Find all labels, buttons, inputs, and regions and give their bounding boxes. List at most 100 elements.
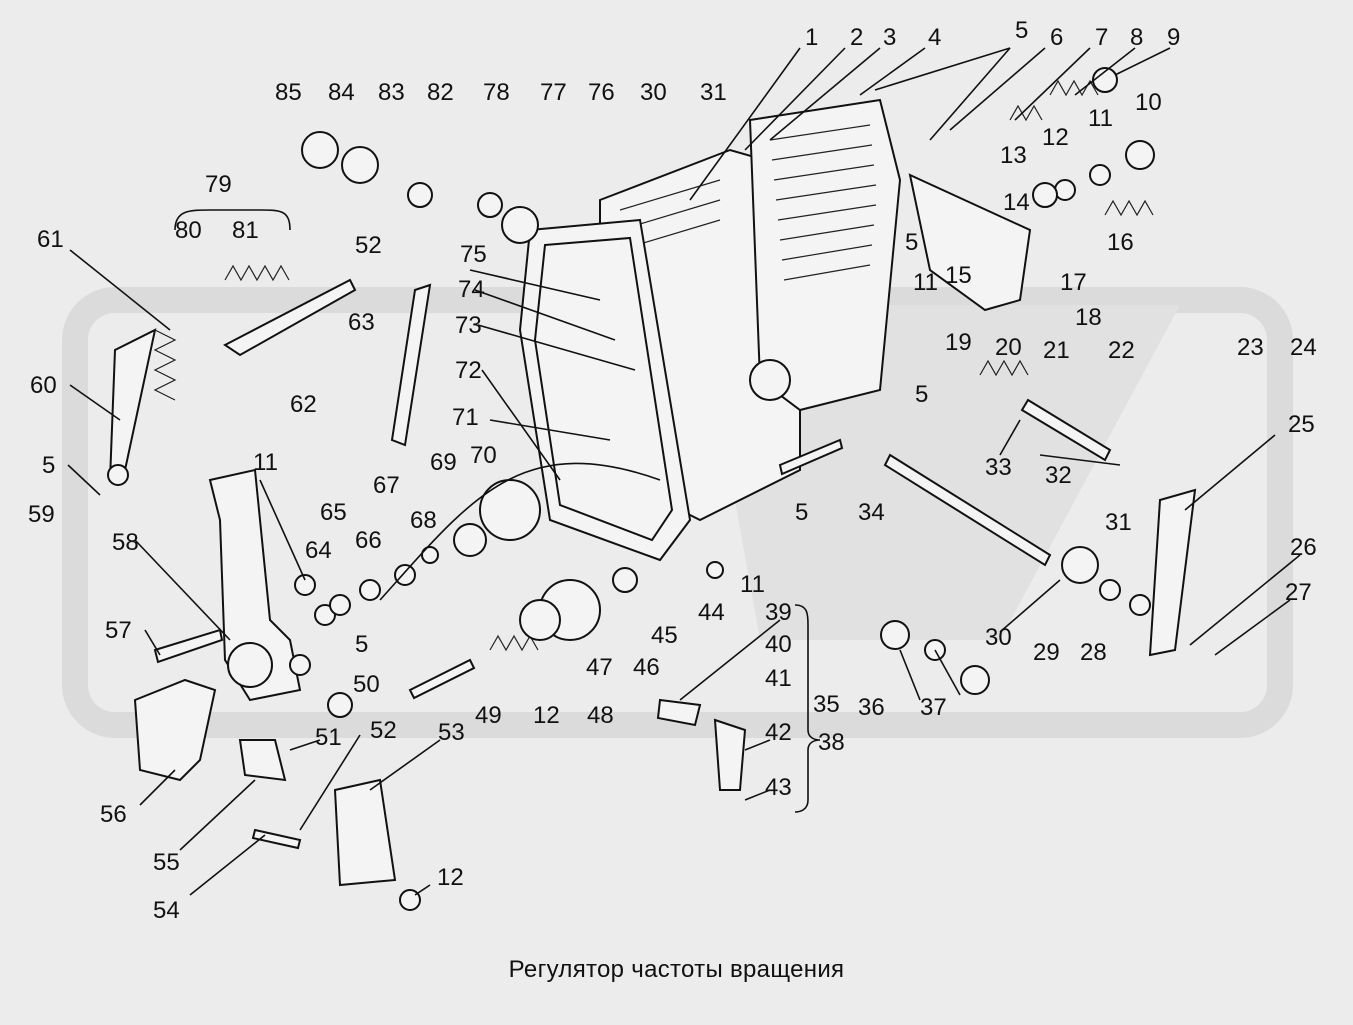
label-42: 42 [765,719,792,746]
label-48: 48 [587,702,614,729]
group-brackets [174,209,821,813]
label-17: 17 [1060,269,1087,296]
bracket [133,678,217,782]
label-5-e: 5 [355,631,368,658]
label-33: 33 [985,454,1012,481]
label-70: 70 [470,442,497,469]
label-35: 35 [813,691,840,718]
label-39: 39 [765,599,792,626]
label-23: 23 [1237,334,1264,361]
label-78: 78 [483,79,510,106]
label-4: 4 [928,24,941,51]
label-28: 28 [1080,639,1107,666]
label-21: 21 [1043,337,1070,364]
label-14: 14 [1003,189,1030,216]
label-15: 15 [945,262,972,289]
label-8: 8 [1130,24,1143,51]
label-52b: 52 [370,717,397,744]
label-19: 19 [945,329,972,356]
label-11: 11 [1088,105,1113,132]
label-5-d: 5 [795,499,808,526]
label-24: 24 [1290,334,1317,361]
label-31b: 31 [1105,509,1132,536]
label-5-b: 5 [905,229,918,256]
label-57: 57 [105,617,132,644]
label-74: 74 [458,276,485,303]
label-34: 34 [858,499,885,526]
small-parts [289,67,1155,911]
label-81: 81 [232,217,259,244]
label-40: 40 [765,631,792,658]
label-11-c: 11 [740,571,765,598]
label-52: 52 [355,232,382,259]
label-75: 75 [460,241,487,268]
diagram-caption: Регулятор частоты вращения [508,956,845,983]
label-46: 46 [633,654,660,681]
label-11-d: 11 [253,449,278,476]
label-30: 30 [640,79,667,106]
label-2: 2 [850,24,863,51]
label-66: 66 [355,527,382,554]
label-45: 45 [651,622,678,649]
label-43: 43 [765,774,792,801]
label-26: 26 [1290,534,1317,561]
label-51: 51 [315,724,342,751]
label-18: 18 [1075,304,1102,331]
plates-and-links [153,173,1197,887]
label-63: 63 [348,309,375,336]
label-50: 50 [353,671,380,698]
label-72: 72 [455,357,482,384]
label-20: 20 [995,334,1022,361]
label-60: 60 [30,372,57,399]
label-59: 59 [28,501,55,528]
label-38: 38 [818,729,845,756]
label-82: 82 [427,79,454,106]
label-73: 73 [455,312,482,339]
label-79: 79 [205,171,232,198]
label-56: 56 [100,801,127,828]
label-71: 71 [452,404,479,431]
label-12-b: 12 [533,702,560,729]
label-13: 13 [1000,142,1027,169]
label-1: 1 [805,24,818,51]
throttle-lever [107,328,157,486]
label-6: 6 [1050,24,1063,51]
part-number-labels: 1 2 3 4 5 6 7 8 9 10 11 12 13 14 15 16 1… [28,17,1317,924]
label-58: 58 [112,529,139,556]
label-10: 10 [1135,89,1162,116]
label-54: 54 [153,897,180,924]
shafts [251,398,1112,850]
label-12: 12 [1042,124,1069,151]
lever-arm [208,468,302,702]
label-30b: 30 [985,624,1012,651]
label-11-b: 11 [913,269,938,296]
label-67: 67 [373,472,400,499]
label-5: 5 [1015,17,1028,44]
label-62: 62 [290,391,317,418]
label-80: 80 [175,217,202,244]
label-55: 55 [153,849,180,876]
label-9: 9 [1167,24,1180,51]
label-7: 7 [1095,24,1108,51]
label-68: 68 [410,507,437,534]
label-85: 85 [275,79,302,106]
label-76: 76 [588,79,615,106]
label-3: 3 [883,24,896,51]
label-32: 32 [1045,462,1072,489]
label-77: 77 [540,79,567,106]
label-12-c: 12 [437,864,464,891]
label-61: 61 [37,226,64,253]
label-36: 36 [858,694,885,721]
label-25: 25 [1288,411,1315,438]
label-83: 83 [378,79,405,106]
label-29: 29 [1033,639,1060,666]
label-5-c: 5 [915,381,928,408]
label-5-left: 5 [42,452,55,479]
label-84: 84 [328,79,355,106]
label-64: 64 [305,537,332,564]
label-27: 27 [1285,579,1312,606]
label-16: 16 [1107,229,1134,256]
leader-lines [67,47,1301,896]
label-53: 53 [438,719,465,746]
